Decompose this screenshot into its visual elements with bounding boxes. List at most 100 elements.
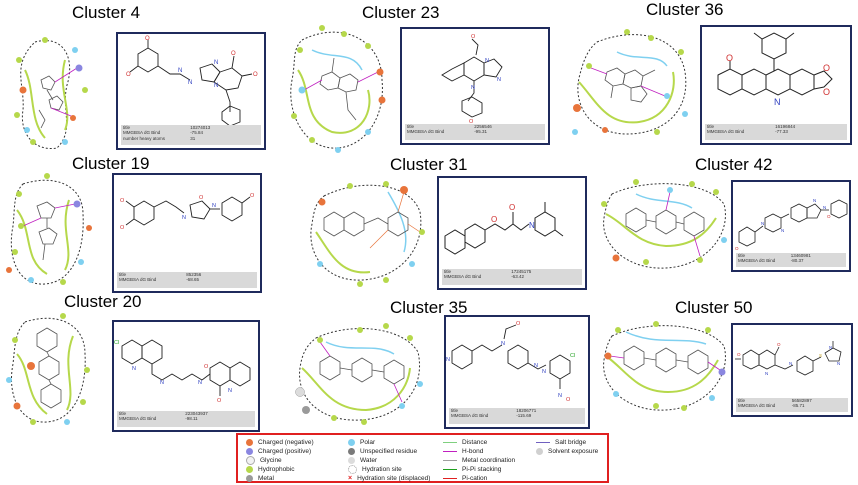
meta-label: number heavy atoms [123, 135, 166, 141]
compound-id: 56582897 [791, 398, 812, 403]
cluster-title: Cluster 50 [675, 298, 753, 317]
svg-text:N: N [160, 380, 164, 386]
cluster-title: Cluster 35 [390, 298, 468, 317]
legend-item: Unspecified residue [348, 447, 417, 455]
interaction-diagram [603, 321, 726, 411]
compound-id: 852356 [186, 272, 202, 277]
meta-label: MMGBSA dG Bind [123, 130, 161, 136]
svg-text:N: N [829, 345, 832, 350]
svg-text:O: O [253, 72, 258, 78]
legend-item: Pi-Pi stacking [443, 465, 501, 473]
compound-id: 18206771 [516, 408, 537, 413]
svg-text:O: O [823, 63, 830, 73]
svg-text:N: N [178, 68, 182, 74]
svg-text:N: N [529, 221, 535, 230]
charged-positive-icon [246, 447, 253, 455]
meta-label: MMGBSA dG Bind [451, 413, 489, 419]
meta-label: title [707, 124, 715, 129]
heavy-atom-count: 31 [190, 135, 196, 141]
compound-id: 17245175 [511, 269, 532, 274]
meta-label: title [444, 269, 452, 274]
legend-item: H-bond [443, 447, 483, 455]
svg-text:O: O [126, 72, 131, 78]
binding-score: -77.33 [775, 129, 788, 135]
legend-item: Metal coordination [443, 456, 515, 464]
svg-text:O: O [491, 215, 497, 224]
meta-label: title [738, 253, 746, 258]
svg-text:N: N [813, 198, 816, 203]
svg-text:N: N [781, 228, 784, 233]
svg-text:O: O [469, 119, 474, 124]
svg-text:Cl: Cl [570, 353, 575, 359]
svg-text:O: O [735, 246, 739, 251]
legend-item: Solvent exposure [536, 447, 598, 455]
svg-text:N: N [446, 357, 450, 363]
legend-item: Hydration site [348, 464, 402, 474]
svg-text:O: O [217, 398, 222, 404]
svg-text:O: O [120, 225, 125, 231]
pi-pi-stacking-line-icon [443, 468, 457, 470]
meta-label: title [451, 408, 459, 413]
hydration-displaced-icon: × [348, 474, 353, 482]
interaction-diagram [290, 25, 386, 153]
legend-item: Water [348, 456, 377, 464]
svg-text:S: S [819, 353, 822, 358]
interaction-diagram [6, 173, 92, 285]
svg-text:O: O [145, 36, 150, 42]
svg-text:N: N [823, 205, 826, 210]
glycine-icon [246, 455, 255, 465]
svg-text:O: O [120, 198, 125, 204]
unspecified-residue-icon [348, 447, 355, 455]
svg-text:N: N [774, 97, 781, 107]
svg-text:N: N [497, 77, 501, 83]
svg-text:O: O [250, 193, 255, 199]
meta-label: MMGBSA dG Bind [738, 403, 776, 409]
svg-text:O: O [231, 51, 236, 57]
compound-id: 10274013 [190, 125, 211, 130]
svg-text:O: O [199, 195, 204, 201]
meta-label: title [119, 411, 127, 416]
binding-score: -115.69 [516, 413, 532, 419]
svg-text:O: O [726, 53, 733, 63]
svg-text:N: N [558, 393, 562, 399]
meta-label: title [738, 398, 746, 403]
svg-text:O: O [737, 352, 741, 357]
binding-score: -95.31 [474, 129, 487, 135]
svg-text:O: O [566, 397, 571, 403]
legend-item: Glycine [246, 455, 282, 465]
compound-id: 13460981 [790, 253, 811, 258]
svg-text:N: N [501, 341, 505, 347]
interaction-diagram [572, 29, 688, 135]
cluster-title: Cluster 36 [646, 0, 724, 19]
molecule-structure: OO N [444, 202, 564, 255]
interaction-diagram [310, 181, 425, 287]
legend-item: Pi-cation [443, 474, 487, 482]
svg-text:O: O [823, 87, 830, 97]
cluster-title: Cluster 42 [695, 155, 773, 174]
cluster-title: Cluster 20 [64, 292, 142, 311]
svg-text:Cl: Cl [114, 340, 119, 346]
meta-label: MMGBSA dG Bind [738, 258, 776, 264]
meta-label: title [407, 124, 415, 129]
svg-text:N: N [182, 215, 186, 221]
svg-text:O: O [777, 342, 781, 347]
cluster-title: Cluster 19 [72, 154, 150, 173]
svg-text:N: N [542, 369, 546, 375]
svg-text:N: N [188, 80, 192, 86]
svg-text:N: N [214, 60, 218, 66]
